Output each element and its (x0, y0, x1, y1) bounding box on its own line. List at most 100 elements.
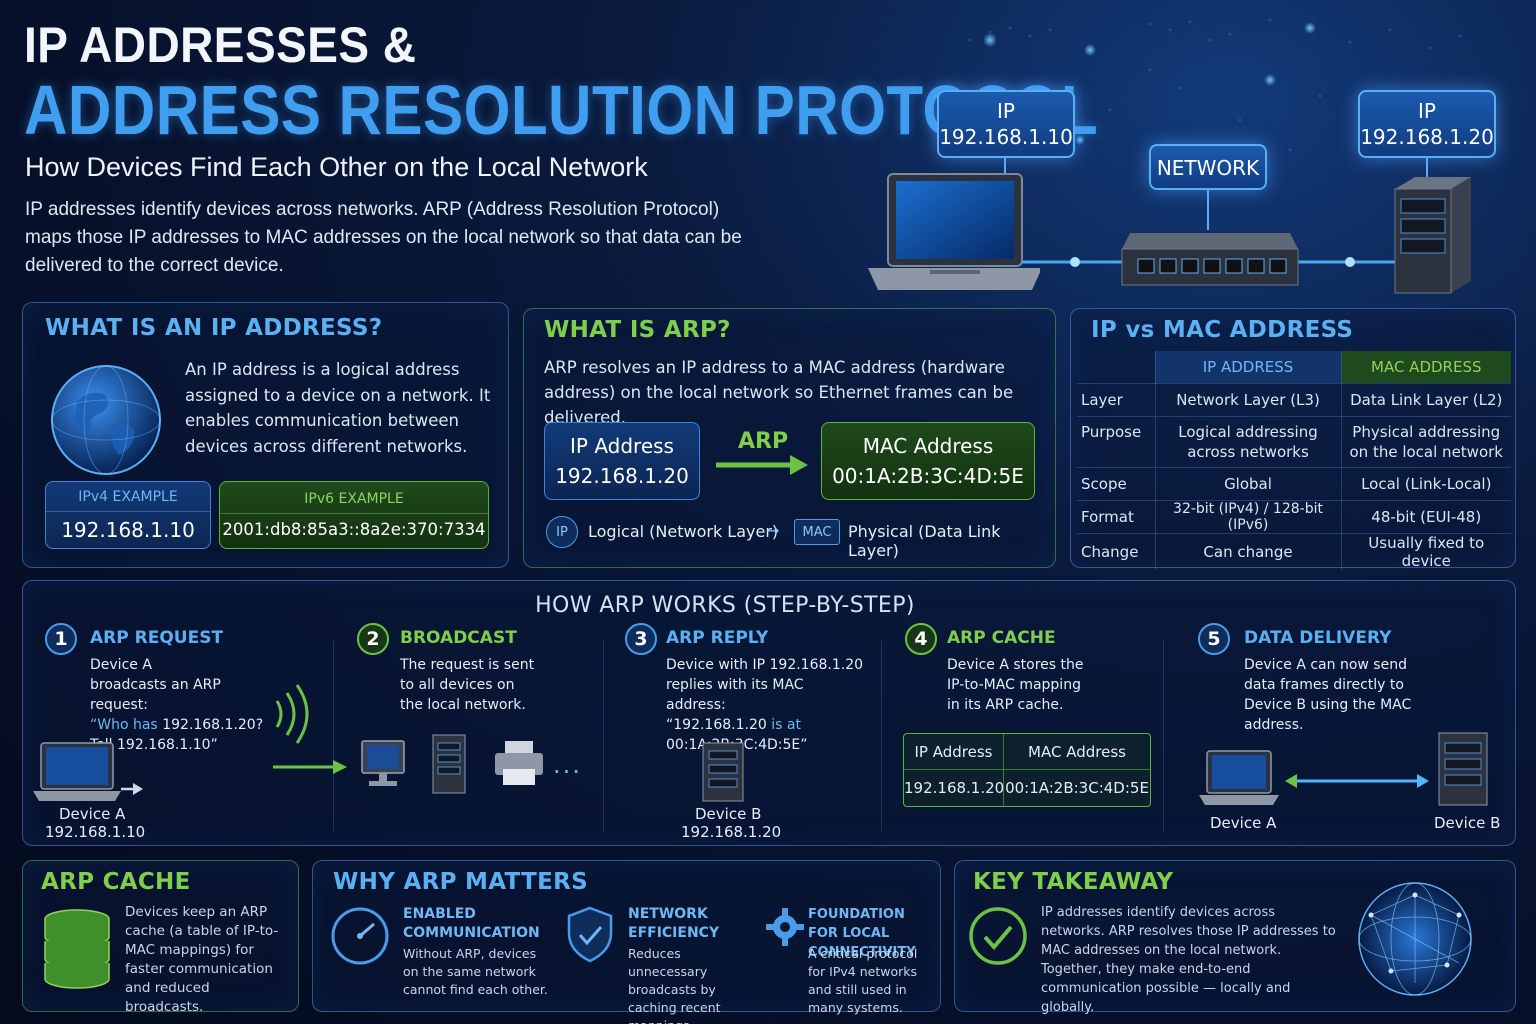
why-panel-title: WHY ARP MATTERS (333, 869, 588, 895)
compare-row: Layer Network Layer (L3) Data Link Layer… (1077, 382, 1511, 417)
compare-row-label: Purpose (1077, 415, 1156, 468)
ip-panel-text: An IP address is a logical address assig… (185, 360, 491, 456)
arp-ip-box: IP Address 192.168.1.20 (544, 422, 700, 500)
compare-row-label: Scope (1077, 466, 1156, 501)
compare-row-ip: Global (1154, 466, 1342, 501)
ipv6-example-box: IPv6 EXAMPLE 2001:db8:85a3::8a2e:370:733… (219, 481, 489, 549)
step-5-device-a: Device A (1210, 814, 1277, 832)
ipv4-example-label: IPv4 EXAMPLE (78, 488, 178, 505)
ip-vs-mac-panel: IP vs MAC ADDRESS IP ADDRESS MAC ADDRESS… (1070, 308, 1516, 570)
step-1-device-a-ip: 192.168.1.10 (45, 823, 146, 841)
ip-panel-title: WHAT IS AN IP ADDRESS? (45, 315, 383, 341)
ip-layer-icon: IP (546, 516, 578, 548)
compare-row: Change Can change Usually fixed to devic… (1077, 532, 1511, 570)
why-item-3-text: A critical protocol for IPv4 networks an… (808, 946, 918, 1015)
step-5-number: 5 (1198, 623, 1230, 655)
compare-col-mac: MAC ADDRESS (1340, 351, 1511, 384)
step-3-text-a: Device with IP 192.168.1.20 replies with… (666, 657, 864, 713)
delivery-arrow-icon (1285, 774, 1429, 788)
speedometer-icon (331, 907, 389, 965)
arp-panel-title: WHAT IS ARP? (544, 317, 731, 343)
step-1-quote-2: 192.168.1.20? (162, 717, 264, 733)
page-subtitle: How Devices Find Each Other on the Local… (25, 152, 648, 182)
steps-title: HOW ARP WORKS (STEP-BY-STEP) (535, 593, 915, 618)
step-3-text: Device with IP 192.168.1.20 replies with… (666, 655, 866, 755)
callout-right-ip: IP 192.168.1.20 (1358, 90, 1496, 158)
step-4-number: 4 (905, 623, 937, 655)
cache-header-mac: MAC Address (1028, 742, 1126, 761)
server-icon (1394, 177, 1471, 294)
arp-mac-box: MAC Address 00:1A:2B:3C:4D:5E (821, 422, 1035, 500)
compare-panel-title: IP vs MAC ADDRESS (1091, 317, 1354, 343)
why-item-1-title: ENABLED COMMUNICATION (403, 906, 540, 941)
callout-network-label: NETWORK (1156, 156, 1260, 180)
page-title-line2: ADDRESS RESOLUTION PROTOCOL (24, 71, 1099, 149)
why-item-2-text: Reduces unnecessary broadcasts by cachin… (628, 946, 721, 1024)
wifi-signal-icon (275, 684, 309, 744)
network-globe-icon (1358, 882, 1472, 996)
takeaway-text: IP addresses identify devices across net… (1041, 905, 1336, 1015)
step-3-quote-2: is at (766, 717, 801, 733)
arp-panel-text: ARP resolves an IP address to a MAC addr… (544, 358, 1014, 427)
device-b-server-icon (702, 742, 744, 802)
step-1-device-a: Device A (59, 805, 126, 823)
compare-row-mac: Local (Link-Local) (1340, 466, 1511, 501)
step-3-quote-3: 00:1A:2B:3C:4D:5E” (666, 735, 866, 755)
compare-row-ip: Network Layer (L3) (1154, 382, 1342, 417)
laptop-icon (868, 173, 1040, 290)
why-item-3-title: FOUNDATION FOR LOCAL CONNECTIVITY (808, 907, 916, 960)
delivery-server-icon (1438, 732, 1488, 806)
step-5-device-b: Device B (1434, 814, 1501, 832)
arp-panel: WHAT IS ARP? ARP resolves an IP address … (523, 308, 1056, 568)
step-3-device-b: Device B (695, 805, 762, 823)
ip-layer-icon-text: IP (556, 524, 568, 540)
delivery-laptop-icon (1199, 750, 1279, 805)
compare-row-ip: Can change (1154, 532, 1342, 570)
step-5-text: Device A can now send data frames direct… (1244, 657, 1412, 733)
arp-steps-panel: HOW ARP WORKS (STEP-BY-STEP) 1 ARP REQUE… (22, 580, 1516, 846)
step-4-title: ARP CACHE (947, 628, 1056, 648)
compare-row: Scope Global Local (Link-Local) (1077, 466, 1511, 501)
compare-row-ip: Logical addressing across networks (1154, 415, 1342, 468)
gear-icon (766, 908, 804, 946)
why-item-1-text: Without ARP, devices on the same network… (403, 946, 548, 997)
layer-arrow: → (766, 521, 780, 540)
broadcast-arrow-icon (273, 760, 347, 774)
cache-mac: 00:1A:2B:3C:4D:5E (1005, 779, 1149, 797)
physical-label: Physical (Data Link Layer) (848, 522, 1001, 560)
intro-text: IP addresses identify devices across net… (25, 199, 742, 276)
cache-ip: 192.168.1.20 (904, 770, 1004, 806)
why-item-2-title: NETWORK EFFICIENCY (628, 906, 720, 941)
checkmark-icon (969, 907, 1027, 965)
callout-left-ip: IP 192.168.1.10 (937, 90, 1075, 158)
step-4-text: Device A stores the IP-to-MAC mapping in… (947, 657, 1084, 713)
step-2-title: BROADCAST (400, 628, 517, 648)
hero-illustration (850, 0, 1536, 300)
page-title-line1: IP ADDRESSES & (24, 17, 417, 73)
arp-cache-table: IP Address MAC Address 192.168.1.20 00:1… (903, 733, 1151, 807)
step-3-quote-1: “192.168.1.20 (666, 717, 767, 733)
callout-right-label: IP (1418, 99, 1436, 123)
key-takeaway-panel: KEY TAKEAWAY IP addresses identify devic… (954, 860, 1516, 1015)
desktop-computer-icon (361, 740, 405, 786)
tower-server-icon (432, 734, 466, 794)
step-1-quote-1: “Who has (90, 717, 163, 733)
step-2-text: The request is sent to all devices on th… (400, 657, 535, 713)
more-devices-ellipsis: ... (553, 751, 582, 779)
compare-row-label: Format (1077, 499, 1156, 534)
callout-left-value: 192.168.1.10 (939, 125, 1073, 149)
ipv6-example-value: 2001:db8:85a3::8a2e:370:7334 (222, 520, 486, 539)
step-1-text-a: Device A broadcasts an ARP request: (90, 657, 221, 713)
step-5-title: DATA DELIVERY (1244, 628, 1392, 648)
step-3-number: 3 (625, 623, 657, 655)
compare-row-ip: 32-bit (IPv4) / 128-bit (IPv6) (1154, 499, 1342, 534)
arp-arrow-label: ARP (738, 429, 789, 454)
cache-header-ip: IP Address (904, 733, 1004, 770)
compare-row-label: Change (1077, 532, 1156, 570)
database-icon (44, 909, 110, 989)
arp-mac-box-value: 00:1A:2B:3C:4D:5E (832, 464, 1024, 488)
step-3-title: ARP REPLY (666, 628, 769, 648)
printer-icon (495, 741, 543, 785)
compare-row-mac: 48-bit (EUI-48) (1340, 499, 1511, 534)
ipv4-example-value: 192.168.1.10 (61, 517, 195, 542)
